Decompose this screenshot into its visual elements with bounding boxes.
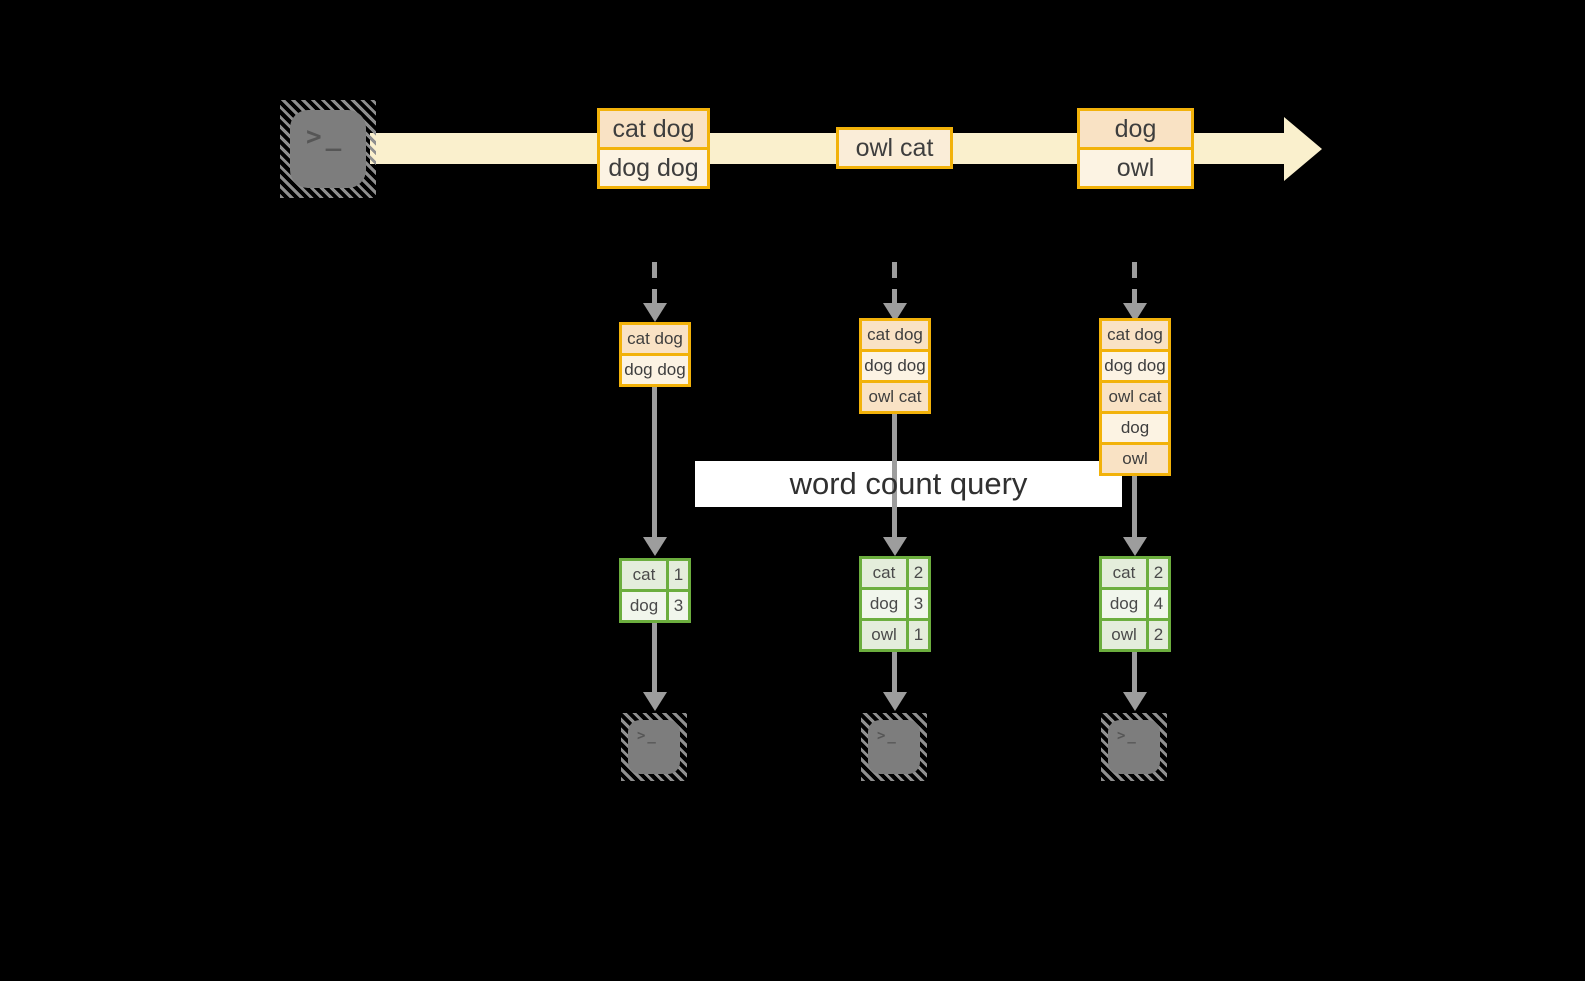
word-count-table-2: cat 2 dog 3 owl 1: [859, 556, 931, 652]
output-terminal-icon: >_: [1101, 713, 1167, 781]
arrowhead-icon: [643, 692, 667, 711]
table-row: dog 4: [1102, 590, 1168, 618]
window-buffer-stack-3: cat dog dog dog owl cat dog owl: [1099, 318, 1171, 476]
window-assign-dashed-arrow: [1132, 262, 1137, 304]
stream-record: cat dog: [862, 321, 928, 349]
arrowhead-icon: [643, 303, 667, 322]
word-cell: cat: [1102, 559, 1146, 587]
arrowhead-icon: [1123, 692, 1147, 711]
count-cell: 2: [1149, 559, 1168, 587]
stream-window-box-3: dog owl: [1077, 108, 1194, 189]
terminal-prompt-glyph: >_: [637, 728, 658, 744]
arrowhead-icon: [883, 303, 907, 322]
arrowhead-icon: [883, 692, 907, 711]
count-cell: 3: [909, 590, 928, 618]
stream-window-box-1: cat dog dog dog: [597, 108, 710, 189]
count-cell: 4: [1149, 590, 1168, 618]
aggregate-arrow: [652, 387, 657, 538]
source-terminal-icon: >_: [280, 100, 376, 198]
window-assign-dashed-arrow: [652, 262, 657, 304]
aggregate-arrow: [892, 414, 897, 538]
stream-record: owl: [1080, 150, 1191, 186]
window-buffer-stack-1: cat dog dog dog: [619, 322, 691, 387]
stream-record: dog: [1080, 111, 1191, 147]
word-cell: cat: [862, 559, 906, 587]
table-row: cat 1: [622, 561, 688, 589]
arrowhead-icon: [883, 537, 907, 556]
word-count-table-1: cat 1 dog 3: [619, 558, 691, 623]
word-cell: dog: [862, 590, 906, 618]
stream-record: dog: [1102, 414, 1168, 442]
stream-window-box-2: owl cat: [836, 127, 953, 169]
window-assign-dashed-arrow: [892, 262, 897, 304]
stream-record: owl cat: [839, 130, 950, 166]
emit-arrow: [1132, 652, 1137, 693]
aggregate-arrow: [1132, 476, 1137, 538]
stream-record: dog dog: [622, 356, 688, 384]
stream-record: dog dog: [600, 150, 707, 186]
query-label-background: [695, 461, 1122, 507]
table-row: dog 3: [862, 590, 928, 618]
output-terminal-icon: >_: [621, 713, 687, 781]
stream-record: owl cat: [862, 383, 928, 411]
count-cell: 1: [909, 621, 928, 649]
arrowhead-icon: [1123, 303, 1147, 322]
emit-arrow: [892, 652, 897, 693]
table-row: owl 2: [1102, 621, 1168, 649]
stream-record: cat dog: [1102, 321, 1168, 349]
terminal-screen: >_: [290, 110, 366, 188]
stream-timeline-arrowhead-icon: [1284, 117, 1322, 181]
count-cell: 2: [909, 559, 928, 587]
word-cell: dog: [1102, 590, 1146, 618]
stream-record: owl: [1102, 445, 1168, 473]
table-row: cat 2: [862, 559, 928, 587]
terminal-prompt-glyph: >_: [1117, 728, 1138, 744]
terminal-prompt-glyph: >_: [877, 728, 898, 744]
stream-record: dog dog: [1102, 352, 1168, 380]
terminal-screen: >_: [1108, 720, 1160, 774]
stream-record: dog dog: [862, 352, 928, 380]
stream-record: cat dog: [600, 111, 707, 147]
stream-record: cat dog: [622, 325, 688, 353]
word-cell: dog: [622, 592, 666, 620]
table-row: owl 1: [862, 621, 928, 649]
word-count-table-3: cat 2 dog 4 owl 2: [1099, 556, 1171, 652]
output-terminal-icon: >_: [861, 713, 927, 781]
table-row: dog 3: [622, 592, 688, 620]
query-label: word count query: [789, 466, 1028, 501]
word-cell: owl: [862, 621, 906, 649]
window-buffer-stack-2: cat dog dog dog owl cat: [859, 318, 931, 414]
count-cell: 2: [1149, 621, 1168, 649]
count-cell: 1: [669, 561, 688, 589]
table-row: cat 2: [1102, 559, 1168, 587]
stream-record: owl cat: [1102, 383, 1168, 411]
arrowhead-icon: [1123, 537, 1147, 556]
terminal-prompt-glyph: >_: [306, 122, 346, 152]
terminal-screen: >_: [868, 720, 920, 774]
emit-arrow: [652, 623, 657, 693]
word-cell: owl: [1102, 621, 1146, 649]
word-cell: cat: [622, 561, 666, 589]
arrowhead-icon: [643, 537, 667, 556]
count-cell: 3: [669, 592, 688, 620]
terminal-screen: >_: [628, 720, 680, 774]
